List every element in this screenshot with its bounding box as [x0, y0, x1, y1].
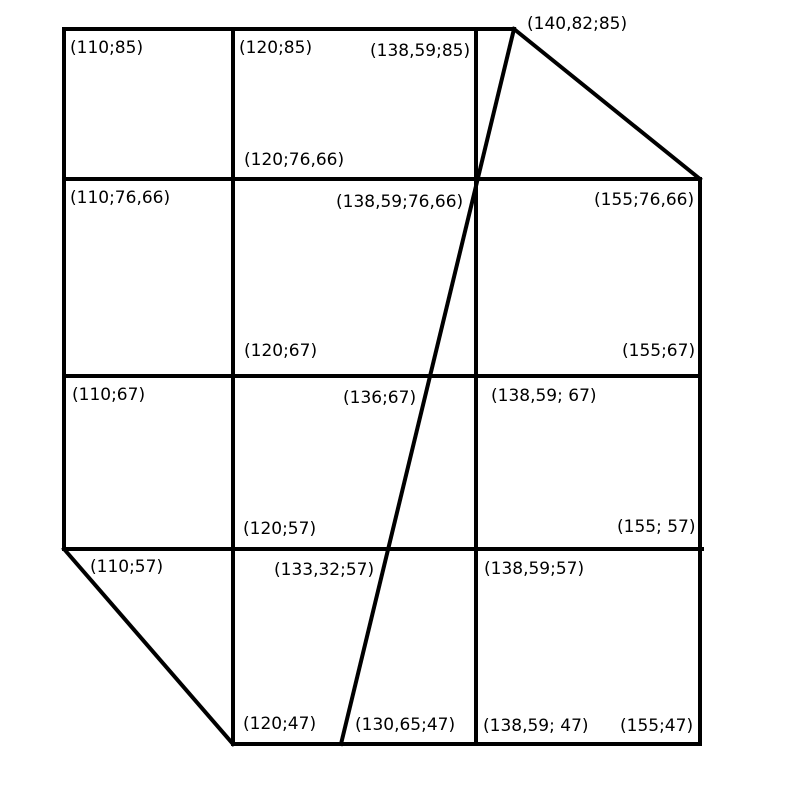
coord-label: (138,59;76,66)	[336, 192, 464, 212]
coord-label: (130,65;47)	[355, 715, 456, 735]
coord-label: (138,59; 47)	[483, 716, 589, 736]
coord-label: (110;85)	[70, 38, 144, 58]
coord-label: (120;47)	[243, 714, 317, 734]
coord-label: (138,59;57)	[484, 559, 585, 579]
coord-label: (140,82;85)	[527, 14, 628, 34]
coord-label: (136;67)	[343, 388, 417, 408]
coord-label: (133,32;57)	[274, 560, 375, 580]
coord-label: (110;76,66)	[70, 188, 171, 208]
coord-label: (155;47)	[620, 716, 694, 736]
coord-label: (110;67)	[72, 385, 146, 405]
coord-label: (155;76,66)	[594, 190, 695, 210]
coord-label: (110;57)	[90, 557, 164, 577]
coord-label: (120;76,66)	[244, 150, 345, 170]
line-long-diagonal	[338, 26, 517, 747]
coord-label: (120;67)	[244, 341, 318, 361]
coord-label: (120;57)	[243, 519, 317, 539]
coord-label: (155;67)	[622, 341, 696, 361]
line-bottom-left-diagonal	[61, 546, 236, 747]
coord-label: (138,59; 67)	[491, 386, 597, 406]
line-top-right-diagonal	[511, 26, 703, 182]
coord-label: (155; 57)	[617, 517, 696, 537]
coord-label: (120;85)	[239, 38, 313, 58]
coord-label: (138,59;85)	[370, 41, 471, 61]
